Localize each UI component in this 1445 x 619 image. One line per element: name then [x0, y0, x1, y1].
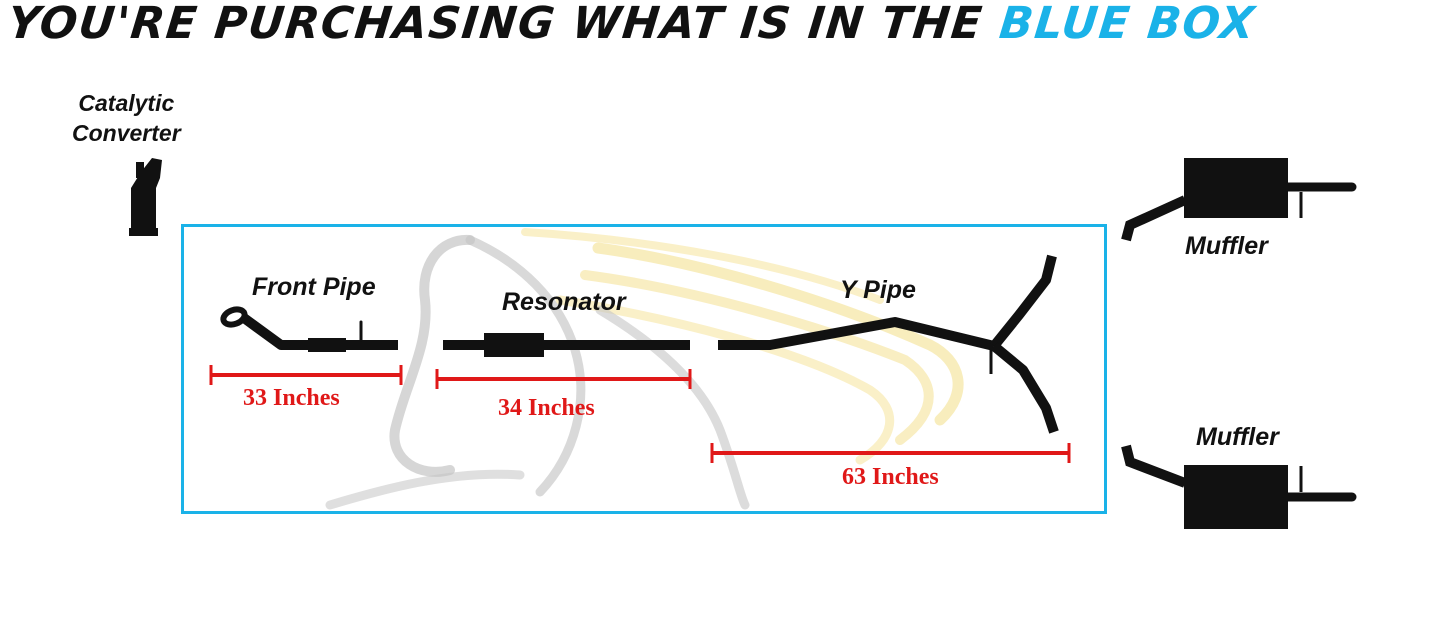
catalytic-converter-label-line2: Converter [72, 120, 181, 146]
blue-box-outline [181, 224, 1107, 514]
muffler-bottom-label: Muffler [1196, 423, 1279, 451]
y-pipe-length-label: 63 Inches [842, 464, 939, 490]
y-pipe-graphic [718, 254, 1059, 434]
front-pipe-graphic [220, 306, 398, 352]
resonator-label: Resonator [502, 288, 626, 316]
catalytic-converter-label-line1: Catalytic [78, 90, 175, 116]
resonator-length-label: 34 Inches [498, 395, 595, 421]
muffler-bottom-graphic [1121, 444, 1357, 529]
catalytic-converter-graphic [129, 158, 162, 236]
muffler-top-graphic [1121, 158, 1357, 242]
resonator-graphic [443, 333, 690, 357]
muffler-top-label: Muffler [1185, 232, 1268, 260]
dimension-line-resonator [435, 369, 692, 389]
front-pipe-label: Front Pipe [252, 273, 376, 301]
catalytic-converter-label: Catalytic Converter [72, 88, 181, 148]
front-pipe-length-label: 33 Inches [243, 385, 340, 411]
dimension-line-front-pipe [209, 365, 403, 385]
dimension-line-y-pipe [710, 443, 1071, 463]
y-pipe-label: Y Pipe [840, 276, 916, 304]
